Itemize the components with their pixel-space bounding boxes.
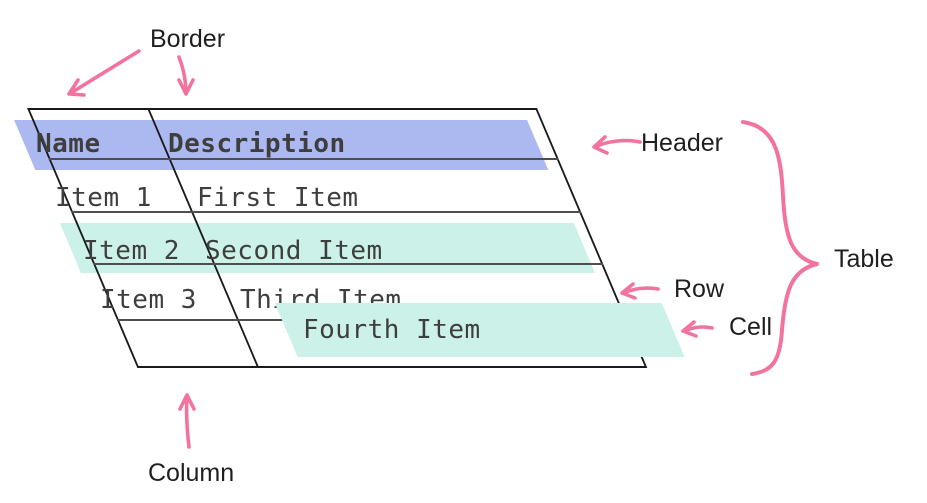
label-border: Border — [150, 25, 226, 53]
label-row: Row — [674, 275, 725, 303]
border-arrow-left-icon — [67, 49, 141, 97]
cell-row4-description: Fourth Item — [303, 315, 481, 345]
row-arrow-icon — [620, 282, 660, 300]
header-arrow-icon — [592, 135, 642, 155]
header-cell-description: Description — [168, 129, 346, 159]
label-cell: Cell — [729, 313, 773, 341]
cell-row2-name: Item 2 — [83, 236, 180, 266]
cell-row1-name: Item 1 — [55, 183, 152, 213]
cell-row3-description: Third Item — [240, 285, 402, 315]
cell-row3-name: Item 3 — [100, 285, 197, 315]
cell-row2-description: Second Item — [205, 236, 383, 266]
cell-arrow-icon — [681, 320, 714, 338]
column-arrow-icon — [178, 393, 196, 449]
cell-row1-description: First Item — [197, 183, 359, 213]
label-column: Column — [148, 459, 235, 487]
border-arrow-down-icon — [177, 55, 195, 96]
label-header: Header — [641, 129, 723, 157]
label-table: Table — [834, 245, 894, 273]
header-cell-name: Name — [36, 129, 101, 159]
